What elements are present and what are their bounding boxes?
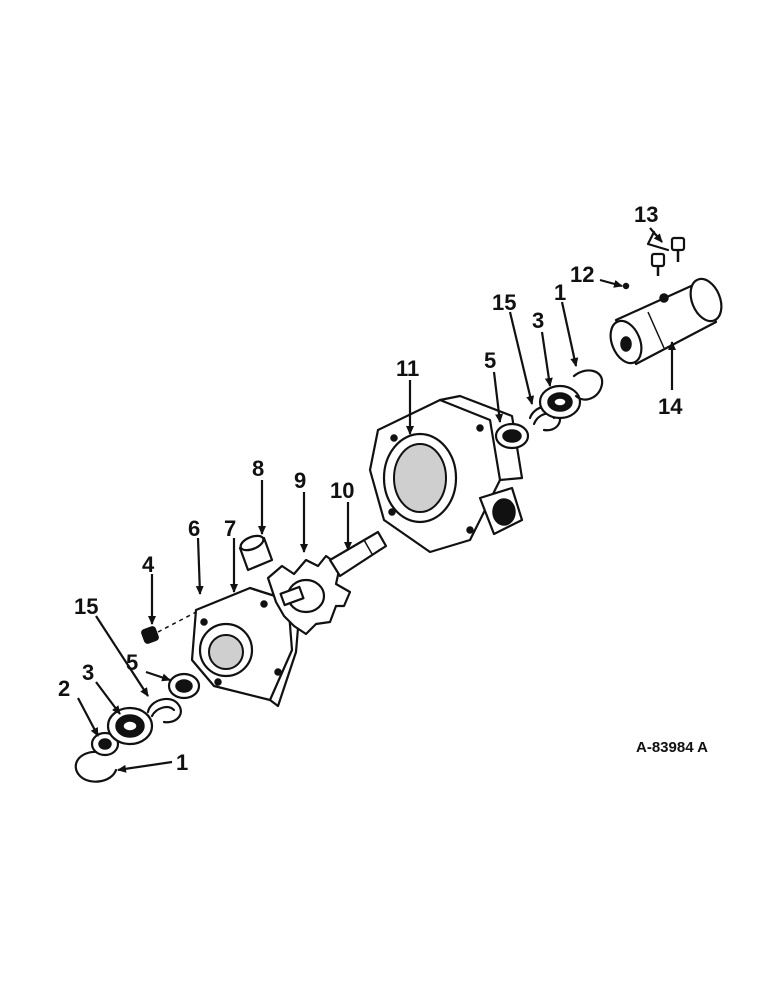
part-pin (238, 534, 274, 572)
callout-13: 13 (634, 202, 658, 227)
part-split-ring-left (146, 697, 182, 724)
part-retainer (90, 731, 120, 757)
callout-7: 7 (224, 516, 236, 541)
part-seal-right (494, 422, 530, 450)
part-seal-left (167, 672, 201, 700)
leader-arrows (77, 227, 676, 773)
callout-9: 9 (294, 468, 306, 493)
callout-8: 8 (252, 456, 264, 481)
part-snap-ring-right (572, 369, 604, 401)
callout-15-right: 15 (492, 290, 516, 315)
callout-12: 12 (570, 262, 594, 287)
callout-4: 4 (142, 552, 155, 577)
callout-11: 11 (396, 356, 419, 381)
callout-3-left: 3 (82, 660, 94, 685)
callout-2: 2 (58, 676, 70, 701)
callout-1-left: 1 (176, 750, 188, 775)
part-rotor (266, 554, 352, 636)
callout-15-left: 15 (74, 594, 98, 619)
part-fitting (141, 609, 201, 644)
part-coupling-sleeve (609, 277, 723, 366)
callout-14: 14 (658, 394, 683, 419)
part-pump-housing (368, 394, 524, 554)
callout-5-left: 5 (126, 650, 138, 675)
part-bearing-right (538, 384, 582, 420)
part-bolts (646, 230, 686, 276)
callout-1-right: 1 (554, 280, 566, 305)
callout-6: 6 (188, 516, 200, 541)
part-shaft (328, 530, 388, 578)
reference-code: A-83984 A (636, 739, 708, 756)
callout-10: 10 (330, 478, 354, 503)
part-set-screw (622, 282, 630, 290)
callout-3-right: 3 (532, 308, 544, 333)
callout-5-right: 5 (484, 348, 496, 373)
part-end-cover (190, 586, 302, 708)
part-snap-ring-left (74, 750, 118, 783)
part-bearing-left (106, 706, 154, 746)
